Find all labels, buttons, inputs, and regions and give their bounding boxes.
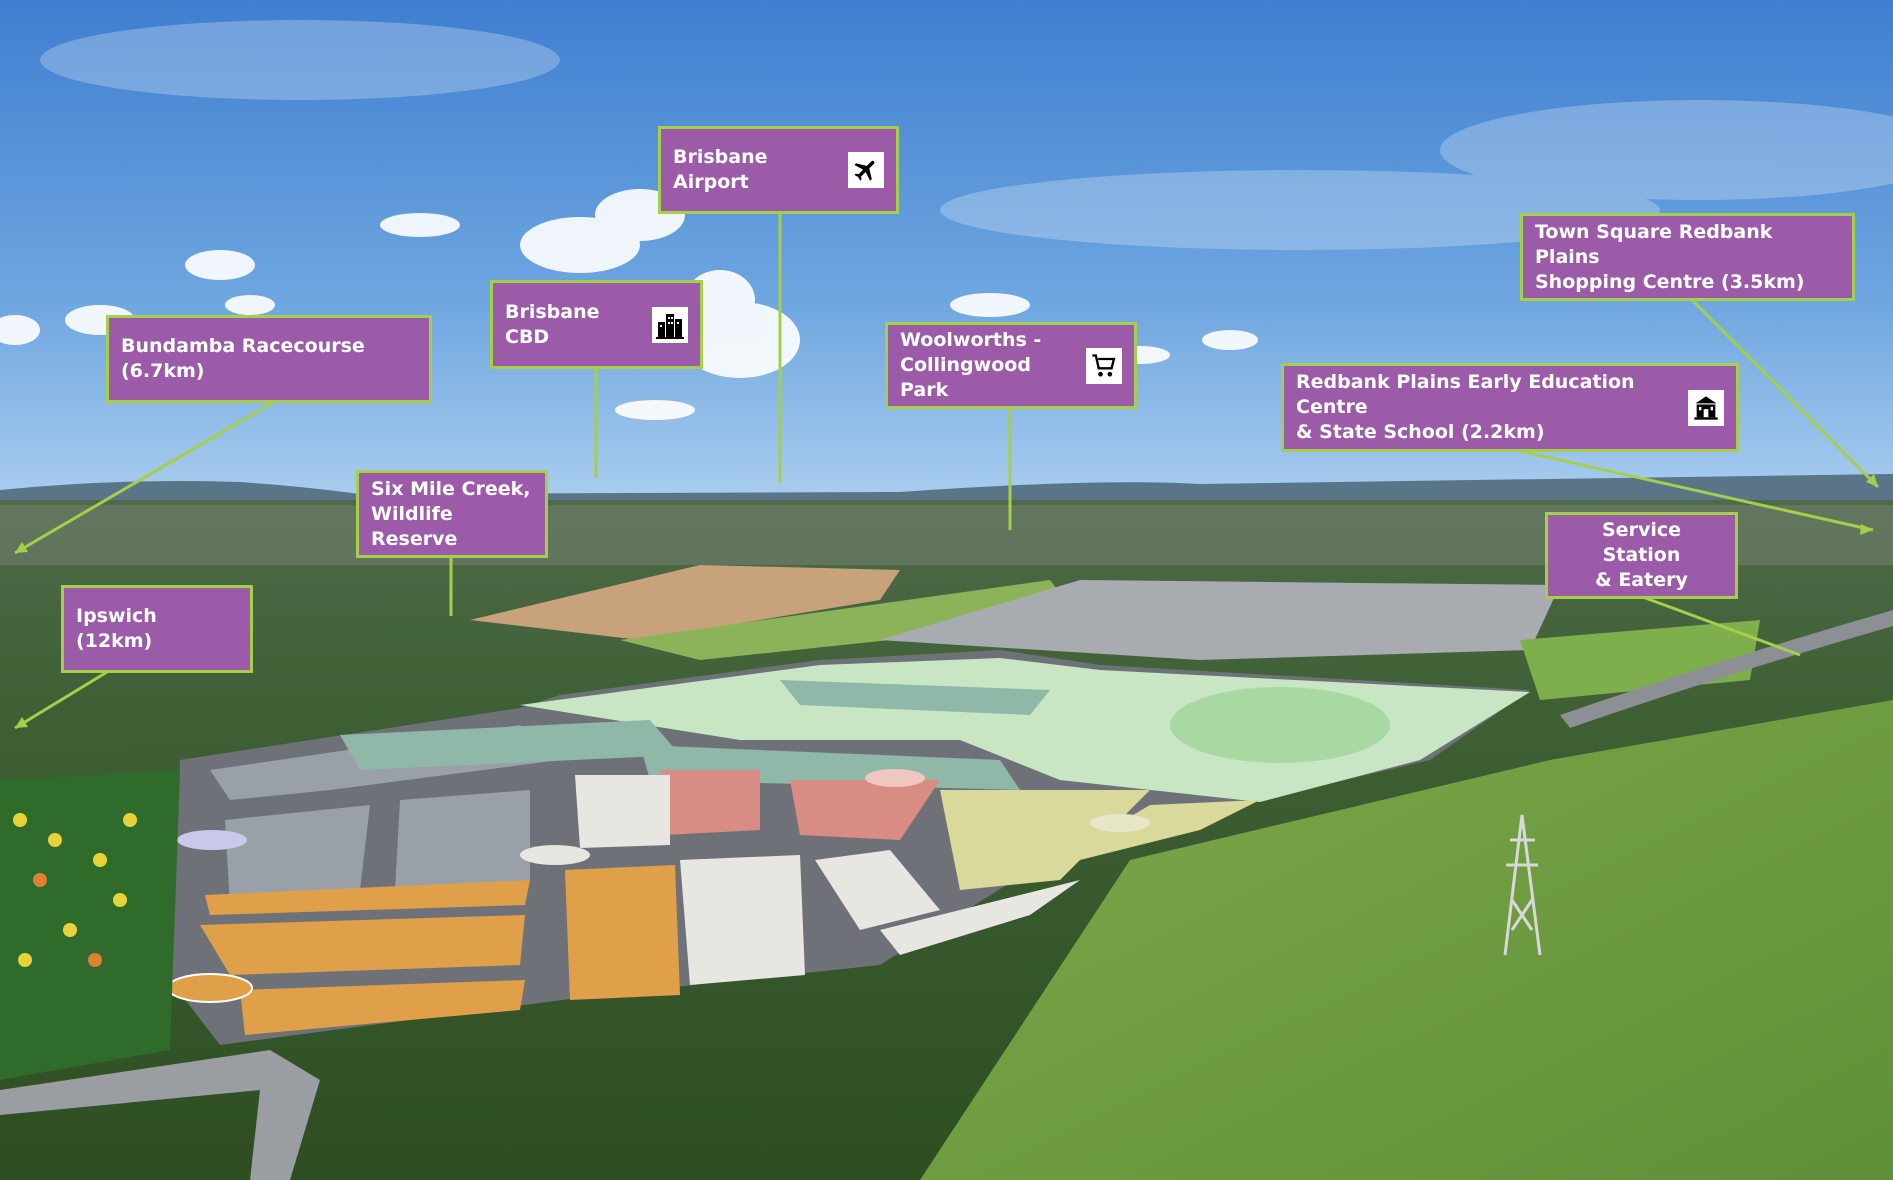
label-town-square: Town Square Redbank Plains Shopping Cent… xyxy=(1520,213,1855,301)
earthworks xyxy=(470,565,900,640)
label-brisbane-cbd: Brisbane CBD xyxy=(490,280,703,369)
label-text: Six Mile Creek, Wildlife Reserve xyxy=(371,477,531,550)
highway xyxy=(1560,610,1893,728)
open-field xyxy=(920,700,1893,1180)
label-six-mile-creek: Six Mile Creek, Wildlife Reserve xyxy=(356,470,548,558)
label-text: Brisbane Airport xyxy=(673,146,768,193)
label-service-station: Service Station & Eatery xyxy=(1545,512,1738,599)
school-icon xyxy=(1688,389,1724,426)
housing-estate xyxy=(880,580,1560,660)
oval-sports-field xyxy=(1170,687,1390,763)
label-brisbane-airport: Brisbane Airport xyxy=(658,126,899,214)
label-text: Brisbane CBD xyxy=(505,300,600,348)
label-text: Service Station & Eatery xyxy=(1595,519,1688,591)
city-buildings-icon xyxy=(652,306,688,343)
shopping-cart-icon xyxy=(1086,347,1122,384)
grass-field xyxy=(620,580,1080,660)
haze xyxy=(40,20,1893,250)
road xyxy=(0,1050,320,1180)
label-woolworths: Woolworths - Collingwood Park xyxy=(885,322,1137,409)
label-bundamba-racecourse: Bundamba Racecourse (6.7km) xyxy=(106,315,432,403)
label-ipswich: Ipswich (12km) xyxy=(61,585,253,673)
label-text: Ipswich (12km) xyxy=(76,605,157,652)
label-text: Woolworths - Collingwood Park xyxy=(900,329,1042,401)
leader-lines xyxy=(14,212,1880,730)
label-text: Redbank Plains Early Education Centre & … xyxy=(1296,371,1635,443)
forest-reserve xyxy=(0,770,180,1080)
flowering-trees xyxy=(13,813,137,967)
clouds xyxy=(0,189,1258,420)
label-text: Bundamba Racecourse (6.7km) xyxy=(121,335,365,382)
leader-arrowheads xyxy=(15,474,1878,728)
label-text: Town Square Redbank Plains Shopping Cent… xyxy=(1535,220,1805,293)
power-pylon xyxy=(1503,814,1542,956)
estate-masterplan xyxy=(167,650,1530,1045)
label-redbank-plains-school: Redbank Plains Early Education Centre & … xyxy=(1281,363,1739,452)
airplane-icon xyxy=(848,152,884,188)
